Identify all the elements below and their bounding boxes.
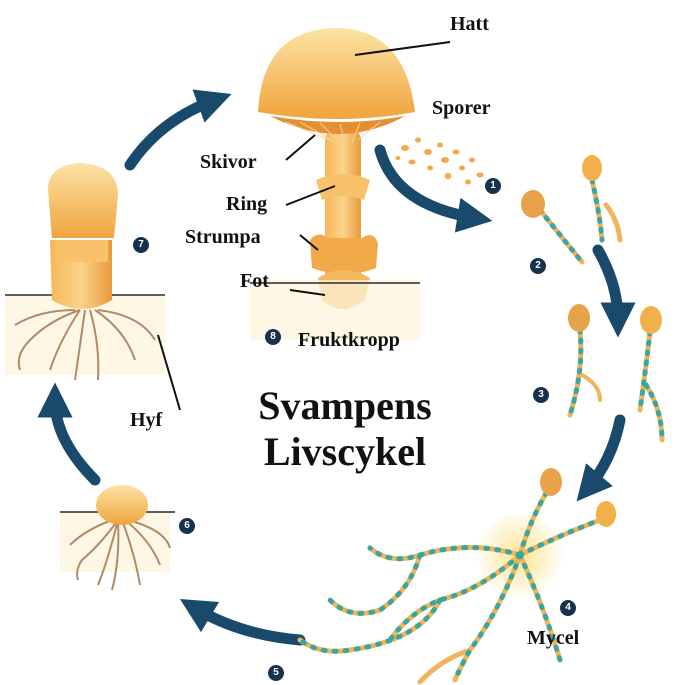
arrow-4-to-5 <box>195 608 300 640</box>
diagram-title-line-1: Svampens <box>195 386 495 426</box>
label-skivor: Skivor <box>200 152 257 172</box>
step-badge-8: 8 <box>265 329 281 345</box>
step-badge-4: 4 <box>560 600 576 616</box>
step-badge-5: 5 <box>268 665 284 681</box>
spore-3b <box>640 306 662 440</box>
step-badge-2: 2 <box>530 258 546 274</box>
label-strumpa: Strumpa <box>185 227 261 247</box>
young-mushroom <box>5 163 165 380</box>
label-sporer: Sporer <box>432 98 491 118</box>
label-fot: Fot <box>240 271 269 291</box>
spore-3a <box>568 304 600 415</box>
spores <box>396 138 484 185</box>
spore-2a <box>521 190 582 262</box>
diagram-title-line-2: Livscykel <box>195 432 495 472</box>
mycelium <box>300 468 616 682</box>
step-badge-7: 7 <box>133 237 149 253</box>
step-badge-1: 1 <box>485 178 501 194</box>
arrow-1-to-2 <box>380 150 475 218</box>
spore-2b <box>582 155 620 240</box>
label-ring: Ring <box>226 194 267 214</box>
label-fruktkropp: Fruktkropp <box>298 330 400 350</box>
step-badge-6: 6 <box>179 518 195 534</box>
arrow-3-to-4 <box>588 420 620 488</box>
label-hyf: Hyf <box>130 410 162 430</box>
step-badge-3: 3 <box>533 387 549 403</box>
label-mycel: Mycel <box>527 628 579 648</box>
label-hatt: Hatt <box>450 14 489 34</box>
fruiting-body-cap <box>258 28 415 119</box>
primordium <box>60 485 175 590</box>
arrow-2-to-3 <box>598 250 618 320</box>
arrow-6-to-7 <box>55 400 95 480</box>
fruiting-body-volva <box>310 234 378 274</box>
leader-skivor <box>286 135 315 160</box>
